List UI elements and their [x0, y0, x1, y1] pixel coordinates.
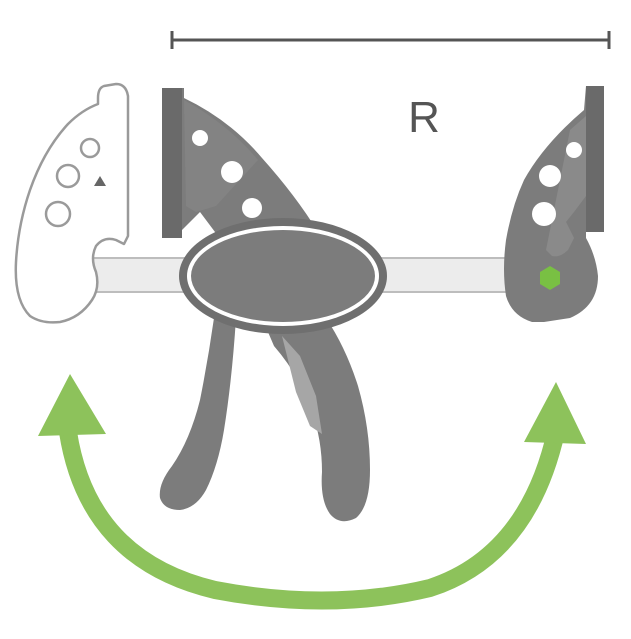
dimension-label: R	[408, 93, 440, 142]
hexagon-nut-icon	[540, 266, 560, 290]
arrowhead-right-icon	[524, 382, 586, 444]
ghost-jaw-marker	[94, 176, 106, 186]
clamp-handle	[159, 318, 370, 522]
dimension-line	[170, 31, 611, 49]
clamp-body-grip	[179, 218, 387, 334]
arrowhead-left-icon	[38, 374, 106, 436]
ghost-jaw-outline	[14, 82, 130, 324]
curved-double-arrow	[38, 374, 586, 610]
movable-jaw	[504, 86, 604, 322]
